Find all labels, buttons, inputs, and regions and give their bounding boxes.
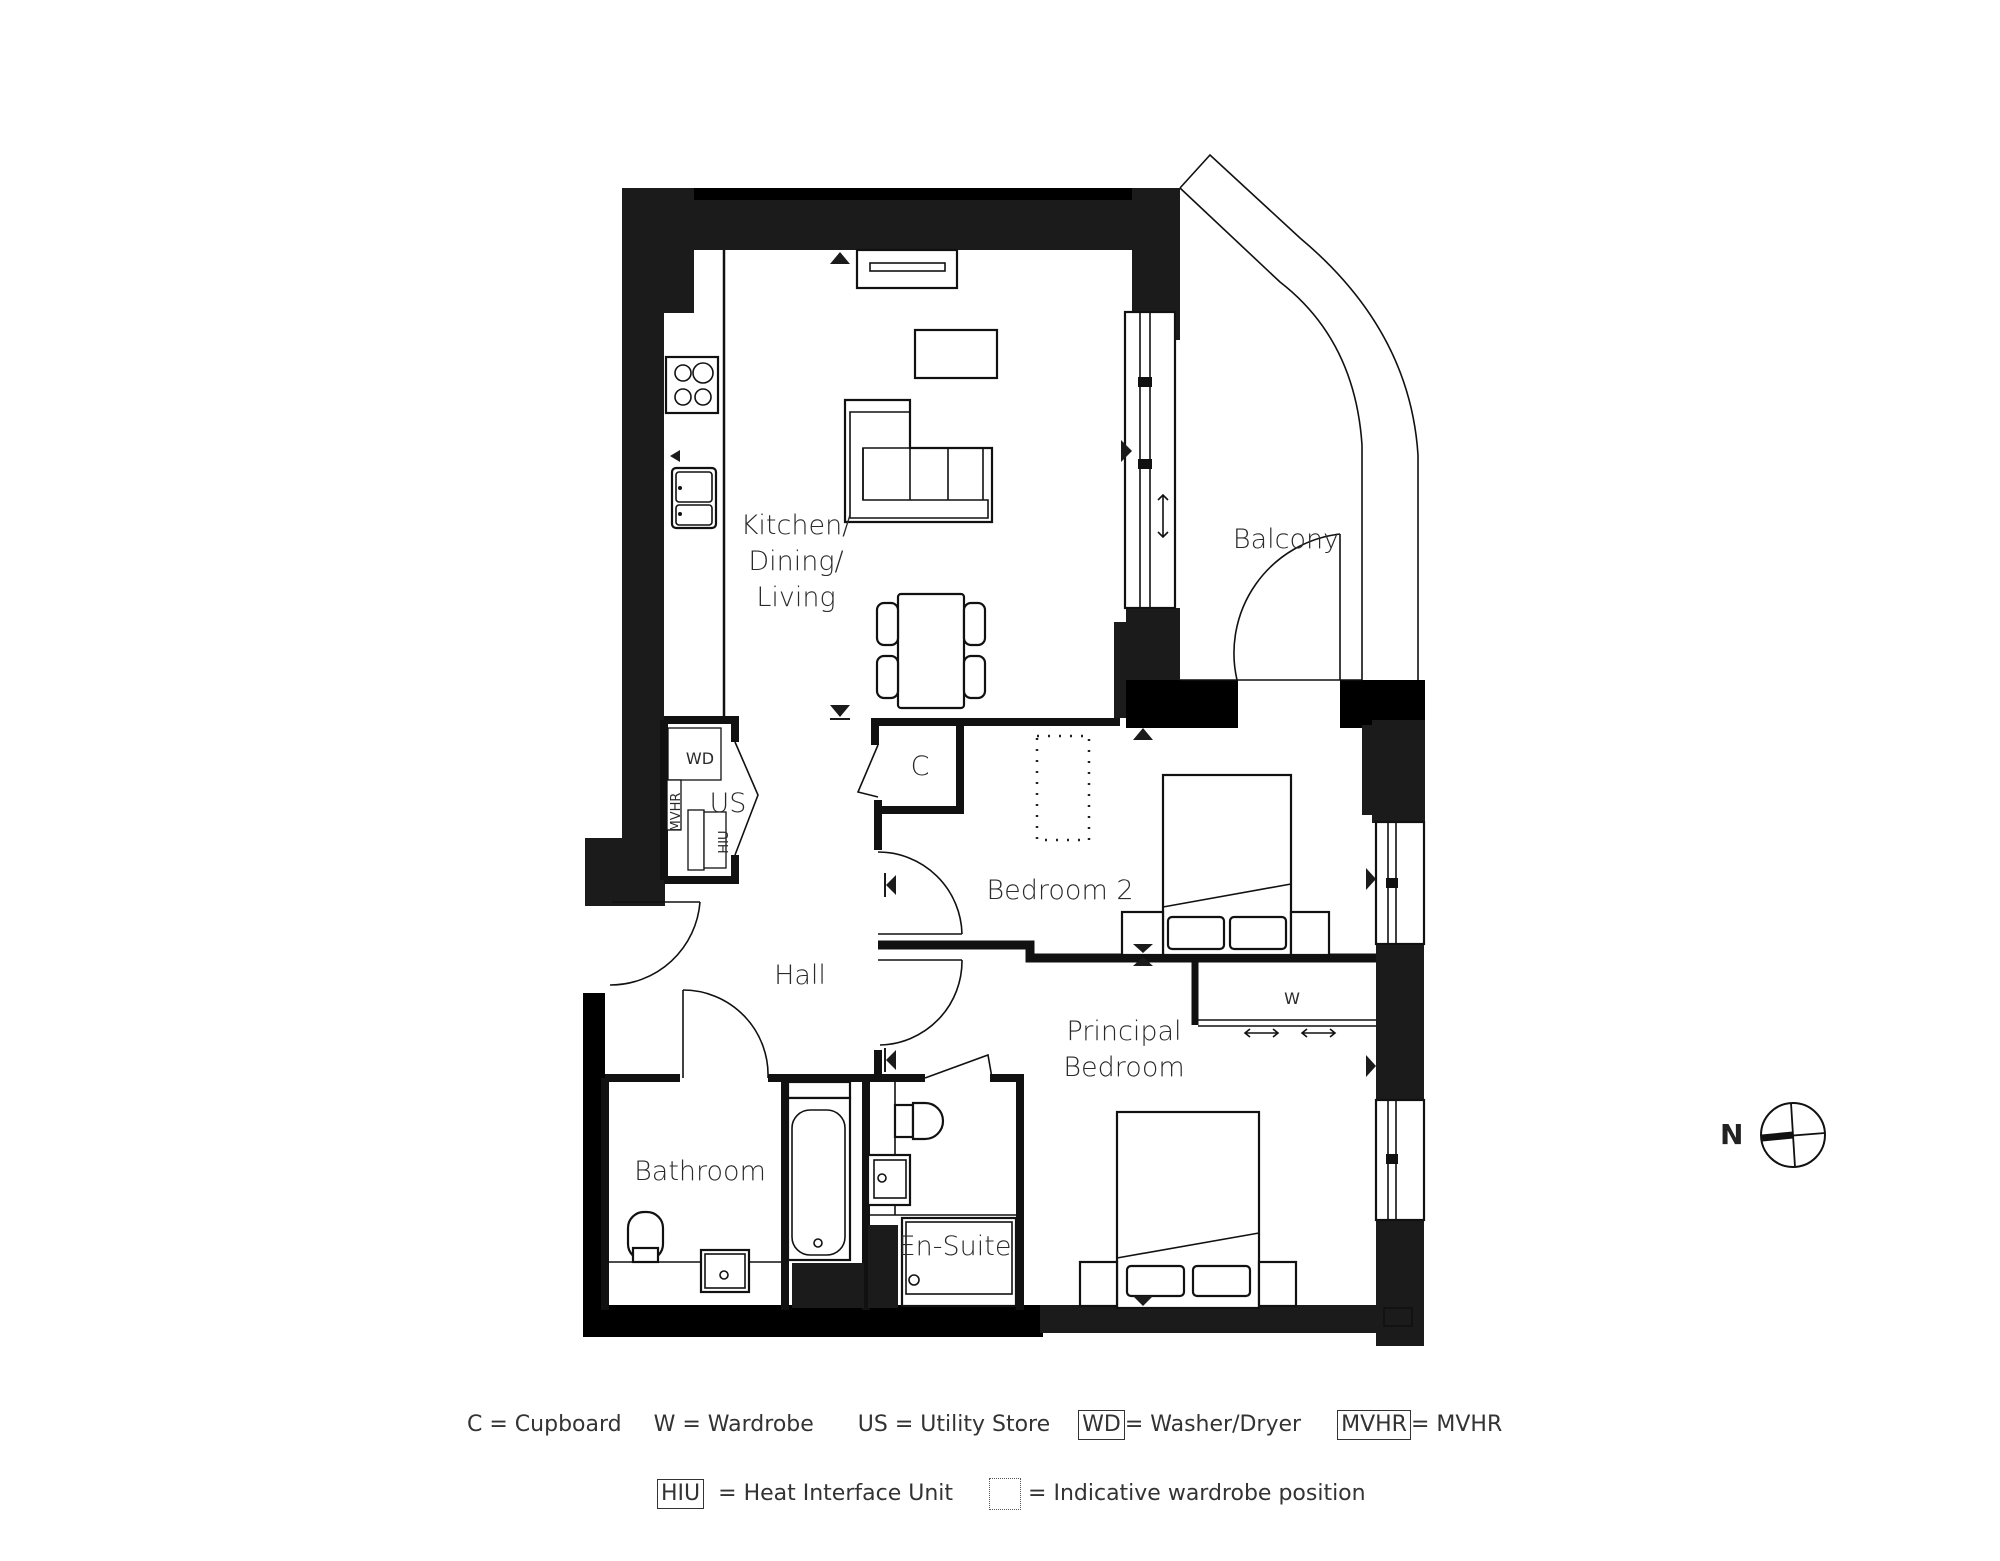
section-markers (670, 252, 1376, 1306)
room-label-kitchen-2: Dining/ (748, 546, 843, 577)
principal-bed (1078, 1110, 1298, 1310)
label-mvhr: MVHR (669, 793, 684, 832)
legend-row-2: HIU = Heat Interface Unit = Indicative w… (657, 1478, 1366, 1510)
legend-row-1: C = Cupboard W = Wardrobe US = Utility S… (467, 1410, 1502, 1440)
internal-walls (601, 716, 1376, 1310)
tv-unit (855, 248, 959, 290)
sofa (843, 398, 994, 524)
window-recess (772, 210, 1020, 250)
legend-mvhr: MVHR= MVHR (1337, 1410, 1502, 1440)
compass-rose-icon (1760, 1102, 1826, 1168)
north-label: N (1720, 1118, 1744, 1151)
principal-window (1374, 1098, 1426, 1222)
label-washer-dryer: WD (686, 749, 714, 768)
legend-wardrobe: W = Wardrobe (653, 1412, 814, 1437)
wardrobe-slide-arrows (1243, 1028, 1337, 1038)
legend-washer-dryer: WD= Washer/Dryer (1078, 1410, 1301, 1440)
coffee-table (913, 328, 999, 380)
exterior-walls (583, 188, 1425, 1346)
ensuite-fixtures (866, 1082, 1018, 1308)
legend-indicative-wardrobe: = Indicative wardrobe position (989, 1478, 1366, 1510)
kitchen-counter (664, 250, 726, 716)
legend-hiu: HIU = Heat Interface Unit (657, 1479, 953, 1509)
bedroom2-window (1374, 820, 1426, 946)
room-label-balcony: Balcony (1233, 524, 1339, 555)
room-label-hall: Hall (774, 960, 826, 991)
room-label-utility-store: US (710, 788, 747, 819)
room-label-cupboard: C (911, 751, 930, 782)
room-label-principal-2: Bedroom (1063, 1052, 1184, 1083)
room-label-en-suite: En-Suite (899, 1231, 1012, 1262)
bedroom2-bed (1120, 773, 1331, 957)
label-hiu: HIU (717, 830, 732, 853)
room-label-bedroom2: Bedroom 2 (986, 875, 1133, 906)
room-label-kitchen-3: Living (756, 582, 835, 613)
room-label-principal-1: Principal (1066, 1016, 1181, 1047)
room-label-bathroom: Bathroom (634, 1156, 766, 1187)
kitchen-window (1123, 310, 1177, 610)
indicative-wardrobe (1035, 734, 1091, 842)
room-label-kitchen-1: Kitchen/ (741, 510, 852, 541)
legend-cupboard: C = Cupboard (467, 1412, 622, 1437)
utility-store (666, 727, 727, 871)
label-wardrobe: W (1284, 989, 1300, 1008)
legend-utility-store: US = Utility Store (857, 1412, 1051, 1437)
bathroom-fixtures (607, 1080, 852, 1294)
dining-table (875, 592, 987, 710)
dotted-box-icon (989, 1478, 1022, 1510)
balcony-outline (1179, 153, 1419, 681)
